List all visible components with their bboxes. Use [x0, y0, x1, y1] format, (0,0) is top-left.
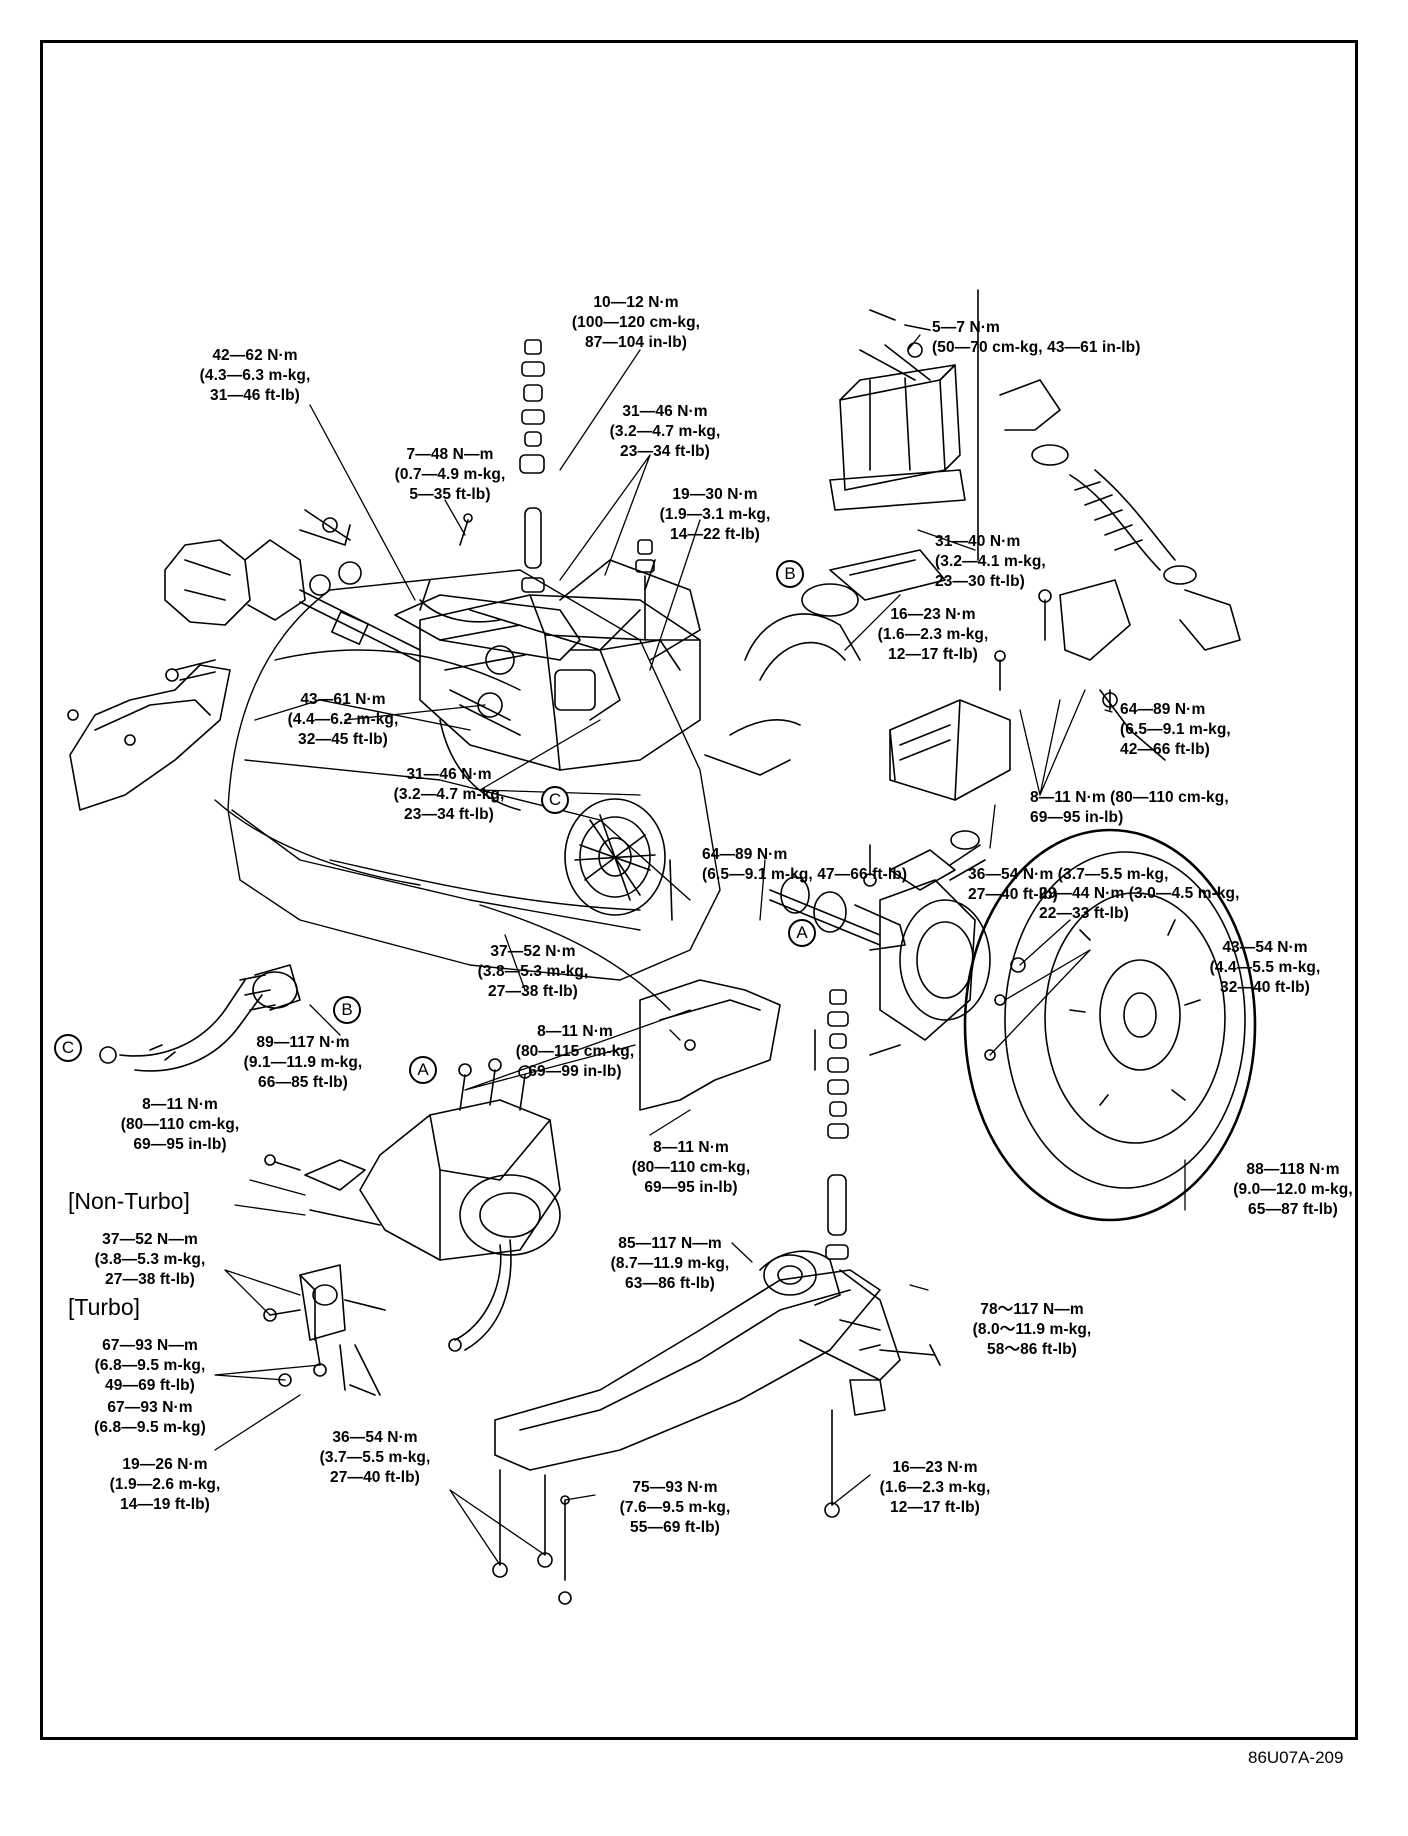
- torque-spec-label: 43—54 N·m (4.4—5.5 m-kg, 32—40 ft-lb): [1209, 939, 1321, 996]
- transaxle-mount: [263, 1264, 386, 1396]
- torque-spec-label: 36—54 N·m (3.7—5.5 m-kg, 27—40 ft-lb): [968, 866, 1169, 903]
- torque-spec-label: 31—46 N·m (3.2—4.7 m-kg, 23—34 ft-lb): [393, 766, 505, 823]
- callout-b-lower: B: [333, 996, 361, 1024]
- left-splash-shield: [67, 664, 231, 811]
- diagram-frame: [40, 40, 1358, 1740]
- torque-spec-label: 8—11 N·m (80—110 cm-kg, 69—95 in-lb): [120, 1096, 240, 1153]
- torque-spec-label: 78～117 N—m (8.0～11.9 m-kg, 58～86 ft-lb): [972, 1301, 1092, 1358]
- callout-b-upper: B: [776, 560, 804, 588]
- non-turbo-label: [Non-Turbo]: [68, 1188, 190, 1214]
- torque-spec-label: 16—23 N·m (1.6—2.3 m-kg, 12—17 ft-lb): [877, 606, 989, 663]
- engine-block: [419, 594, 701, 811]
- road-wheel-tire: [963, 828, 1257, 1222]
- lower-air-hose: [99, 964, 301, 1072]
- steering-rack-assembly: [164, 509, 701, 736]
- torque-spec-label: 42—62 N·m (4.3—6.3 m-kg, 31—46 ft-lb): [199, 347, 311, 404]
- torque-spec-label: 64—89 N·m (6.5—9.1 m-kg, 42—66 ft-lb): [1120, 701, 1231, 758]
- crossmember-lower-arm: [494, 1250, 941, 1471]
- torque-spec-label: 36—54 N·m (3.7—5.5 m-kg, 27—40 ft-lb): [319, 1429, 431, 1486]
- torque-spec-label: 37—52 N·m (3.8—5.3 m-kg, 27—38 ft-lb): [477, 943, 589, 1000]
- torque-spec-label: 19—26 N·m (1.9—2.6 m-kg, 14—19 ft-lb): [109, 1456, 221, 1513]
- torque-spec-label: 29—44 N·m (3.0—4.5 m-kg, 22—33 ft-lb): [1039, 885, 1240, 922]
- callout-c-upper: C: [541, 786, 569, 814]
- rear-heat-shield: [639, 979, 781, 1111]
- torque-spec-label: 8—11 N·m (80—110 cm-kg, 69—95 in-lb): [1030, 789, 1229, 826]
- front-axle-driveshaft: [769, 876, 906, 951]
- callout-a-lower: A: [409, 1056, 437, 1084]
- torque-spec-label: 19—30 N·m (1.9—3.1 m-kg, 14—22 ft-lb): [659, 486, 771, 543]
- torque-spec-label: 85—117 N—m (8.7—11.9 m-kg, 63—86 ft-lb): [610, 1235, 730, 1292]
- torque-spec-label: 75—93 N·m (7.6—9.5 m-kg, 55—69 ft-lb): [619, 1479, 731, 1536]
- torque-spec-label: 5—7 N·m (50—70 cm-kg, 43—61 in-lb): [932, 319, 1141, 356]
- torque-spec-label: 10—12 N·m (100—120 cm-kg, 87—104 in-lb): [571, 294, 701, 351]
- torque-spec-label: 64—89 N·m (6.5—9.1 m-kg, 47—66 ft-lb): [702, 846, 908, 883]
- torque-spec-label: 88—118 N·m (9.0—12.0 m-kg, 65—87 ft-lb): [1233, 1161, 1353, 1218]
- clutch-pressure-plate: [564, 798, 666, 916]
- callout-c-lower: C: [54, 1034, 82, 1062]
- torque-spec-label: 31—46 N·m (3.2—4.7 m-kg, 23—34 ft-lb): [609, 403, 721, 460]
- vehicle-body-outline: [214, 569, 721, 1011]
- battery-assembly: [829, 309, 966, 601]
- callout-a-upper: A: [788, 919, 816, 947]
- torque-spec-label: 43—61 N·m (4.4—6.2 m-kg, 32—45 ft-lb): [287, 691, 399, 748]
- torque-spec-label: 89—117 N·m (9.1—11.9 m-kg, 66—85 ft-lb): [243, 1034, 363, 1091]
- torque-spec-label: 7—48 N—m (0.7—4.9 m-kg, 5—35 ft-lb): [394, 446, 506, 503]
- torque-spec-label: 67—93 N·m (6.8—9.5 m-kg): [94, 1399, 206, 1436]
- torque-spec-label: 67—93 N—m (6.8—9.5 m-kg, 49—69 ft-lb): [94, 1337, 206, 1394]
- torque-spec-label: 37—52 N—m (3.8—5.3 m-kg, 27—38 ft-lb): [94, 1231, 206, 1288]
- turbo-label: [Turbo]: [68, 1294, 141, 1320]
- torque-spec-label: 31—40 N·m (3.2—4.1 m-kg, 23—30 ft-lb): [935, 533, 1046, 590]
- leader-lines: [214, 334, 1186, 1566]
- fastener-bolts: [278, 513, 1118, 1605]
- torque-spec-label: 8—11 N·m (80—115 cm-kg, 69—99 in-lb): [515, 1023, 635, 1080]
- engine-mount-stack: [519, 339, 849, 1260]
- torque-spec-label: 8—11 N·m (80—110 cm-kg, 69—95 in-lb): [631, 1139, 751, 1196]
- air-cleaner-assembly: [704, 583, 1011, 850]
- transaxle-assembly: [309, 1058, 561, 1352]
- figure-code: 86U07A-209: [1248, 1748, 1344, 1767]
- transaxle-bracket-plate: [264, 1154, 366, 1191]
- torque-spec-label: 16—23 N·m (1.6—2.3 m-kg, 12—17 ft-lb): [879, 1459, 991, 1516]
